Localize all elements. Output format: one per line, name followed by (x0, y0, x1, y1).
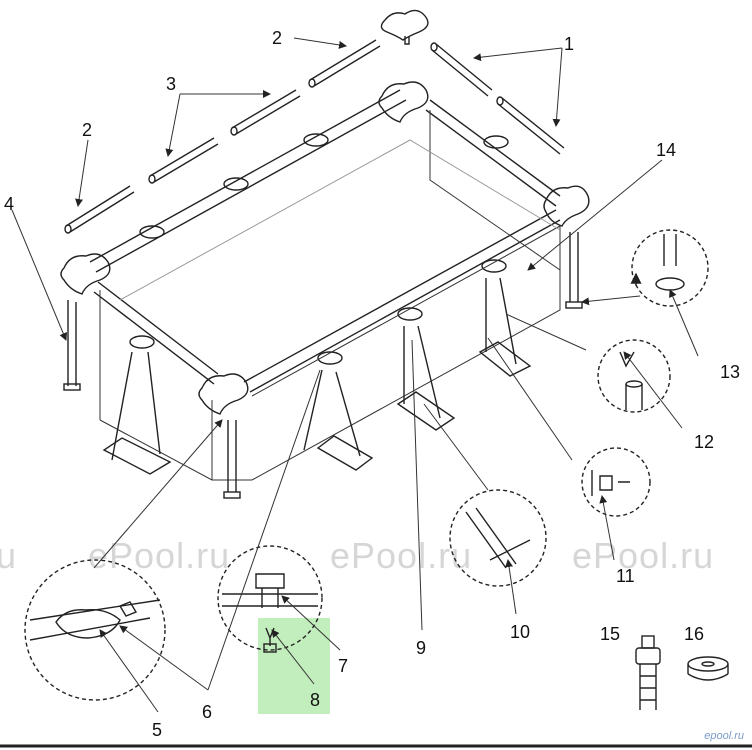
watermark: ePool.ru (330, 535, 473, 576)
beam-tube (308, 39, 381, 88)
callout-15: 15 (600, 624, 621, 644)
beam-tube (64, 185, 135, 234)
callout-10: 10 (510, 622, 531, 642)
detail-circle-10 (449, 489, 547, 587)
callout-14: 14 (656, 140, 677, 160)
beam-tube (148, 137, 219, 184)
beam-tube (230, 89, 301, 136)
site-logo: epool.ru (704, 730, 744, 742)
detail-circle-5-6 (24, 559, 166, 701)
detail-circle-13 (630, 229, 709, 307)
pool-frame (60, 81, 590, 499)
callout-6: 6 (202, 702, 213, 722)
detail-circle-11 (581, 447, 651, 517)
beam-tube (496, 96, 565, 155)
corner-joint-part (380, 9, 429, 45)
callout-2: 2 (272, 28, 283, 48)
valve-part-15 (635, 635, 661, 710)
leader-lines (11, 37, 699, 713)
callout-12: 12 (694, 432, 715, 452)
callout-16: 16 (684, 624, 705, 644)
detail-circle-7 (217, 545, 323, 651)
callout-2: 2 (82, 120, 93, 140)
callout-1: 1 (564, 34, 575, 54)
beam-tube (430, 42, 493, 97)
callout-13: 13 (720, 362, 741, 382)
clip-part-8 (263, 627, 277, 653)
callout-3: 3 (166, 74, 177, 94)
callout-8: 8 (310, 690, 321, 710)
washer-part-16 (687, 656, 729, 681)
callout-7: 7 (338, 656, 349, 676)
watermark: u (0, 535, 18, 576)
watermark: ePool.ru (572, 535, 715, 576)
callout-5: 5 (152, 720, 163, 740)
callout-9: 9 (416, 638, 427, 658)
callout-11: 11 (616, 566, 635, 586)
callout-4: 4 (4, 194, 15, 214)
detail-circle-12 (597, 339, 671, 413)
watermark: ePool.ru (88, 535, 231, 576)
part-8-highlight (258, 618, 330, 714)
